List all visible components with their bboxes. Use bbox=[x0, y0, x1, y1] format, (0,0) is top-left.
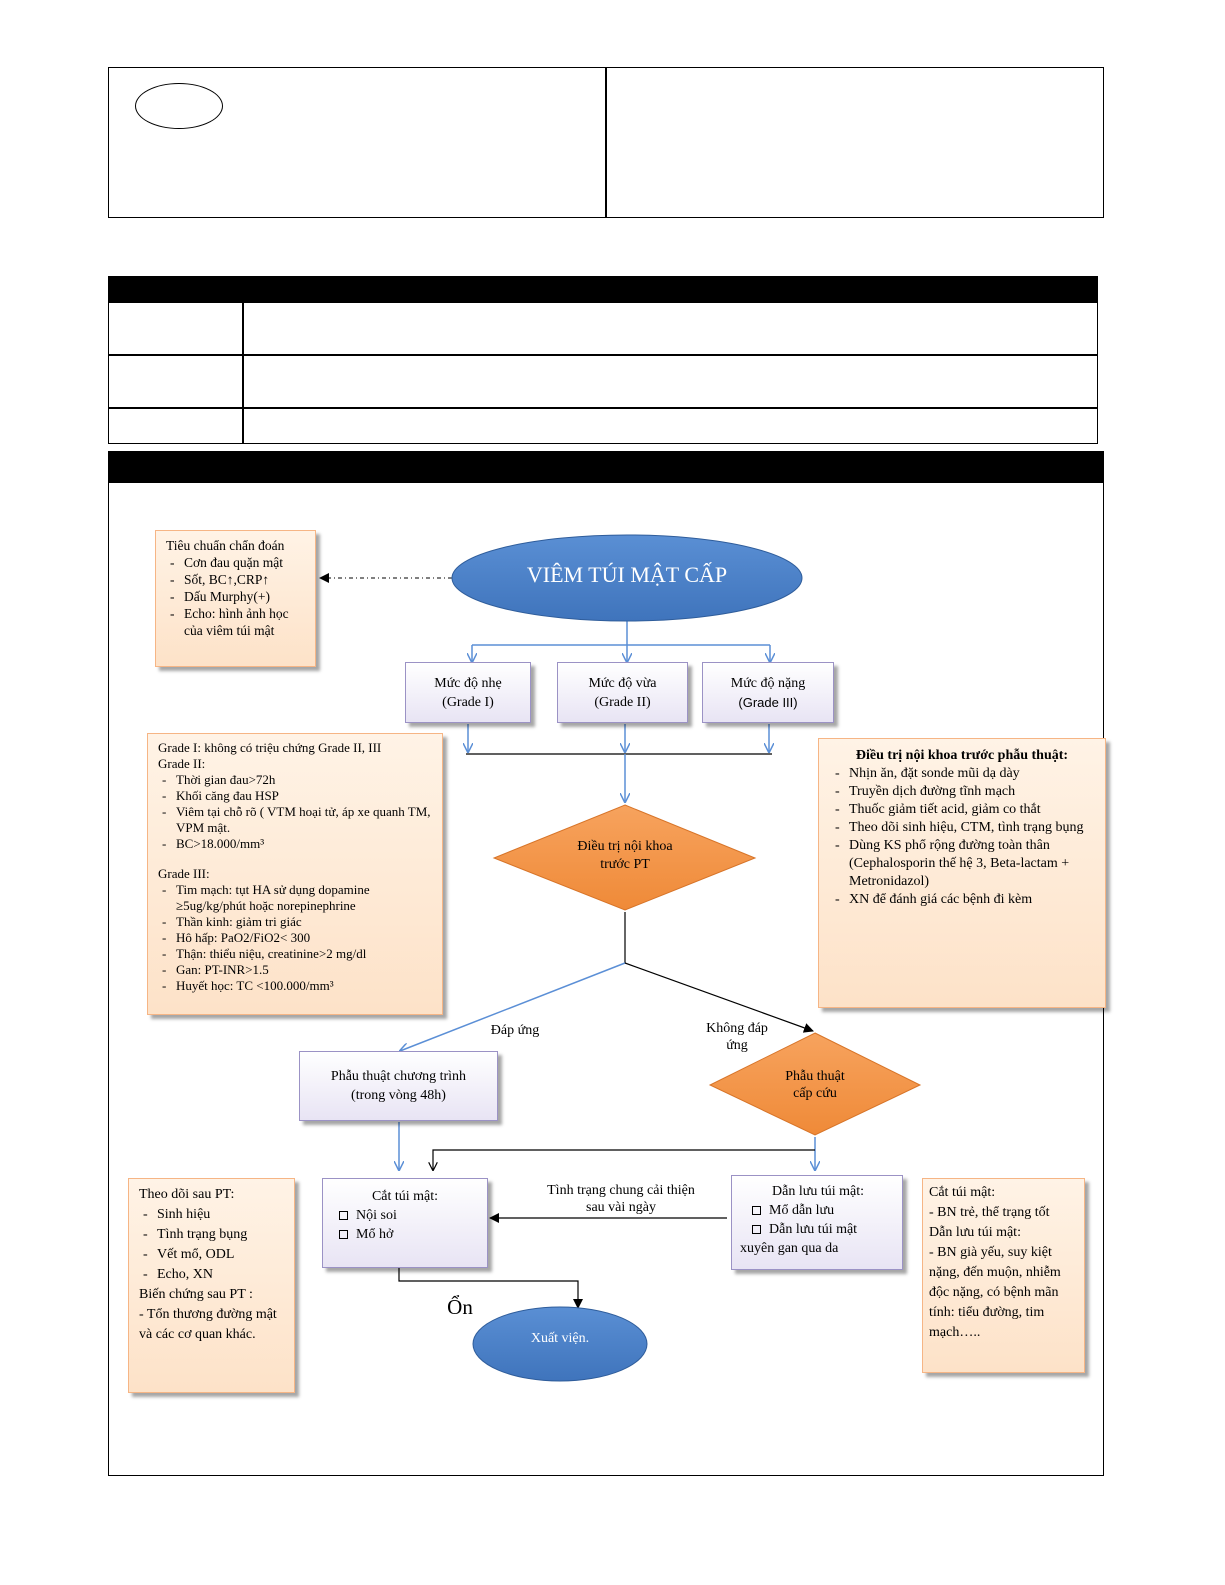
complication-text: - Tổn thương đường mật và các cơ quan kh… bbox=[139, 1307, 277, 1342]
option-label: Nội soi bbox=[356, 1208, 397, 1223]
grade-3-code: (Grade III) bbox=[738, 694, 798, 710]
followup-item: Echo, XN bbox=[139, 1265, 284, 1285]
grade-3-box: Mức độ nặng (Grade III) bbox=[702, 662, 834, 723]
response-label: Đáp ứng bbox=[490, 1023, 540, 1038]
grade-3-item: Tim mạch: tụt HA sử dụng dopamine ≥5ug/k… bbox=[158, 882, 432, 914]
middle-table-row-line bbox=[108, 354, 1098, 356]
main-node-label: VIÊM TÚI MẬT CẤP bbox=[526, 562, 728, 587]
main-node-ellipse bbox=[451, 534, 803, 622]
emergency-surgery-label: Phẫu thuật cấp cứu bbox=[755, 1068, 875, 1102]
grade-2-name: Mức độ vừa bbox=[588, 675, 657, 691]
emergency-surgery-line: Phẫu thuật bbox=[785, 1069, 845, 1084]
medical-box-item: Theo dõi sinh hiệu, CTM, tình trạng bụng bbox=[831, 819, 1093, 837]
criteria-title: Tiêu chuẩn chẩn đoán bbox=[166, 538, 285, 553]
grade-3-item: Thận: thiểu niệu, creatinine>2 mg/dl bbox=[158, 946, 432, 962]
no-response-label: Không đáp ứng bbox=[706, 1021, 768, 1053]
indication-chol-item: - BN trẻ, thể trạng tốt bbox=[929, 1205, 1050, 1220]
indication-drain-title: Dẫn lưu túi mật: bbox=[929, 1225, 1021, 1240]
grade-2-item: Khối căng đau HSP bbox=[158, 788, 432, 804]
grade-1-code: (Grade I) bbox=[442, 694, 494, 710]
middle-table-row-line bbox=[108, 407, 1098, 409]
connector-arrow bbox=[624, 962, 814, 1033]
grade-1-definition: Grade I: không có triệu chứng Grade II, … bbox=[158, 740, 382, 755]
option-label: Mổ dẫn lưu bbox=[769, 1203, 835, 1218]
emergency-surgery-line: cấp cứu bbox=[793, 1086, 837, 1101]
indication-drain-item: - BN già yếu, suy kiệt nặng, đến muộn, n… bbox=[929, 1245, 1061, 1340]
followup-title: Theo dõi sau PT: bbox=[139, 1187, 235, 1202]
emergency-surgery-diamond bbox=[708, 1032, 922, 1136]
drainage-box: Dẫn lưu túi mật: Mổ dẫn lưu Dẫn lưu túi … bbox=[731, 1175, 903, 1270]
improvement-label: Tình trạng chung cải thiện sau vài ngày bbox=[547, 1183, 695, 1215]
diagnostic-criteria-box: Tiêu chuẩn chẩn đoán Cơn đau quặn mật Số… bbox=[155, 530, 316, 667]
grade-2-code: (Grade II) bbox=[594, 694, 651, 710]
discharge-label: Xuất viện. bbox=[530, 1331, 590, 1346]
medical-box-item: Thuốc giảm tiết acid, giảm co thắt bbox=[831, 801, 1093, 819]
medical-box-item: Nhịn ăn, đặt sonde mũi dạ dày bbox=[831, 765, 1093, 783]
drainage-extra: xuyên gan qua da bbox=[740, 1241, 839, 1256]
complication-title: Biến chứng sau PT : bbox=[139, 1287, 253, 1302]
elective-surgery-box: Phẫu thuật chương trình (trong vòng 48h) bbox=[299, 1051, 498, 1121]
medical-treatment-diamond bbox=[492, 804, 757, 911]
grade-3-item: Thần kinh: giảm tri giác bbox=[158, 914, 432, 930]
elective-surgery-line: Phẫu thuật chương trình bbox=[330, 1069, 467, 1084]
option-label: Dẫn lưu túi mật bbox=[769, 1222, 858, 1237]
connector-arrow bbox=[433, 1149, 815, 1170]
criteria-item: Dấu Murphy(+) bbox=[166, 588, 305, 605]
cholecystectomy-box: Cắt túi mật: Nội soi Mổ hở bbox=[322, 1178, 488, 1268]
checkbox-icon bbox=[339, 1230, 348, 1240]
grade-1-box: Mức độ nhẹ (Grade I) bbox=[405, 662, 531, 723]
top-oval-shape bbox=[135, 83, 223, 129]
medical-box-item: Dùng KS phổ rộng đường toàn thân (Cephal… bbox=[831, 837, 1093, 891]
grade-2-item: Thời gian đau>72h bbox=[158, 772, 432, 788]
medical-box-item: Truyền dịch đường tĩnh mạch bbox=[831, 783, 1093, 801]
grade-2-title: Grade II: bbox=[158, 756, 206, 771]
indication-chol-title: Cắt túi mật: bbox=[929, 1185, 996, 1200]
flowchart-header-bar bbox=[108, 451, 1104, 483]
medical-treatment-box: Điều trị nội khoa trước phẫu thuật: Nhịn… bbox=[818, 738, 1106, 1008]
checkbox-icon bbox=[752, 1206, 761, 1216]
elective-surgery-line: (trong vòng 48h) bbox=[351, 1088, 446, 1103]
followup-item: Sinh hiệu bbox=[139, 1205, 284, 1225]
grade-3-item: Huyết học: TC <100.000/mm³ bbox=[158, 978, 432, 994]
stable-label: Ổn bbox=[447, 1295, 473, 1319]
grade-3-name: Mức độ nặng bbox=[730, 675, 806, 691]
connector-arrow bbox=[400, 962, 626, 1051]
checkbox-icon bbox=[752, 1225, 761, 1235]
grade-3-item: Hô hấp: PaO2/FiO2< 300 bbox=[158, 930, 432, 946]
followup-item: Vết mổ, ODL bbox=[139, 1245, 284, 1265]
criteria-item: Cơn đau quặn mật bbox=[166, 554, 305, 571]
cholecystectomy-option: Mổ hở bbox=[333, 1225, 477, 1244]
cholecystectomy-title: Cắt túi mật: bbox=[371, 1189, 439, 1204]
cholecystectomy-option: Nội soi bbox=[333, 1206, 477, 1225]
criteria-item: Sốt, BC↑,CRP↑ bbox=[166, 571, 305, 588]
medical-box-title: Điều trị nội khoa trước phẫu thuật: bbox=[855, 748, 1069, 763]
grade-2-item: Viêm tại chỗ rõ ( VTM hoại tử, áp xe qua… bbox=[158, 804, 432, 836]
connector-arrow bbox=[398, 1268, 583, 1309]
grade-2-item: BC>18.000/mm³ bbox=[158, 836, 432, 852]
grade-1-name: Mức độ nhẹ bbox=[434, 675, 502, 691]
middle-table-column-line bbox=[242, 303, 244, 444]
drainage-option: Dẫn lưu túi mật bbox=[740, 1220, 896, 1239]
grade-2-box: Mức độ vừa (Grade II) bbox=[557, 662, 688, 723]
medical-treatment-line: Điều trị nội khoa bbox=[577, 839, 673, 854]
middle-table-header bbox=[108, 276, 1098, 303]
option-label: Mổ hở bbox=[356, 1227, 394, 1242]
grade-3-item: Gan: PT-INR>1.5 bbox=[158, 962, 432, 978]
medical-box-item: XN để đánh giá các bệnh đi kèm bbox=[831, 891, 1093, 909]
criteria-item: Echo: hình ảnh học của viêm túi mật bbox=[166, 605, 305, 639]
grade-3-title: Grade III: bbox=[158, 866, 210, 881]
indication-box: Cắt túi mật: - BN trẻ, thể trạng tốt Dẫn… bbox=[922, 1178, 1085, 1373]
drainage-title: Dẫn lưu túi mật: bbox=[772, 1184, 864, 1199]
discharge-ellipse bbox=[472, 1306, 648, 1382]
grade-detail-box: Grade I: không có triệu chứng Grade II, … bbox=[147, 733, 443, 1015]
medical-treatment-label: Điều trị nội khoa trước PT bbox=[545, 838, 705, 874]
drainage-option: Mổ dẫn lưu bbox=[740, 1201, 896, 1220]
followup-item: Tình trạng bụng bbox=[139, 1225, 284, 1245]
medical-treatment-line: trước PT bbox=[600, 857, 650, 872]
post-op-followup-box: Theo dõi sau PT: Sinh hiệu Tình trạng bụ… bbox=[128, 1178, 295, 1393]
checkbox-icon bbox=[339, 1211, 348, 1221]
top-table-divider bbox=[605, 67, 607, 218]
